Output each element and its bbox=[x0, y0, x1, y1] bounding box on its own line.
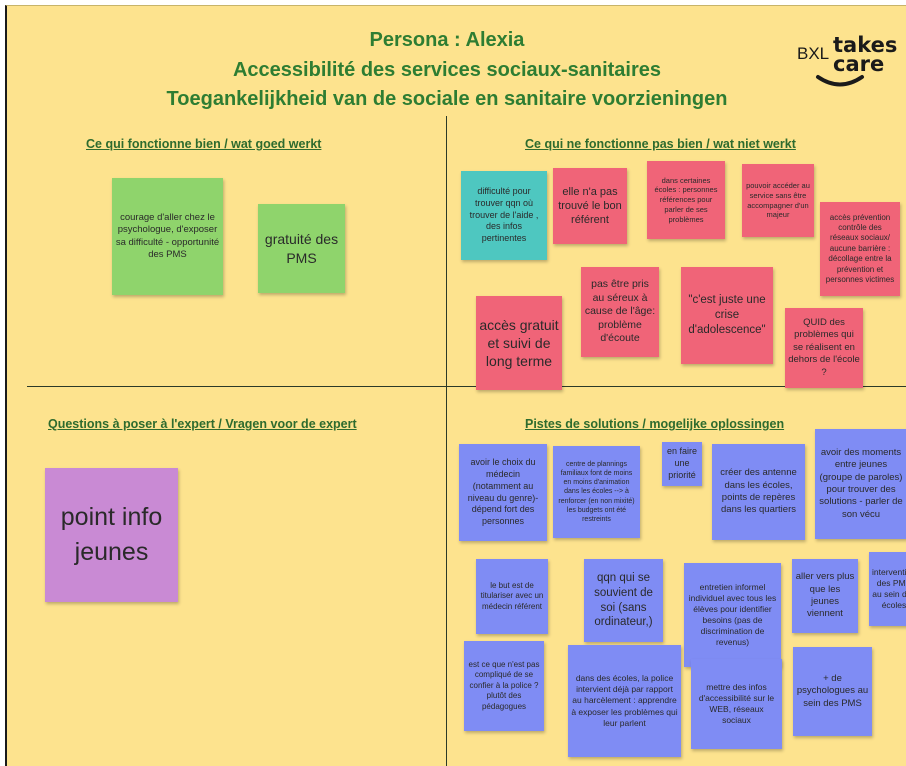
sticky-note[interactable]: + de psychologues au sein des PMS bbox=[793, 647, 872, 736]
section-title-not-works: Ce qui ne fonctionne pas bien / wat niet… bbox=[525, 137, 796, 151]
sticky-note[interactable]: aller vers plus que les jeunes viennent bbox=[792, 559, 858, 633]
sticky-note[interactable]: centre de plannings familiaux font de mo… bbox=[553, 446, 640, 538]
board-subtitle-fr: Accessibilité des services sociaux-sanit… bbox=[232, 59, 662, 81]
smile-icon bbox=[816, 75, 864, 87]
bxl-takes-care-logo: BXL takes care bbox=[797, 33, 906, 96]
section-title-questions: Questions à poser à l'expert / Vragen vo… bbox=[48, 417, 357, 431]
sticky-note[interactable]: accès gratuit et suivi de long terme bbox=[476, 296, 562, 390]
sticky-note[interactable]: point info jeunes bbox=[45, 468, 178, 602]
vertical-divider bbox=[446, 116, 447, 766]
section-title-solutions: Pistes de solutions / mogelijke oplossin… bbox=[525, 417, 785, 431]
logo-word-care: care bbox=[833, 52, 885, 76]
sticky-note[interactable]: courage d'aller chez le psychologue, d'e… bbox=[112, 178, 223, 295]
sticky-note[interactable]: créer des antenne dans les écoles, point… bbox=[712, 444, 805, 540]
sticky-note[interactable]: le but est de titulariser avec un médeci… bbox=[476, 559, 548, 634]
sticky-note[interactable]: est ce que n'est pas compliqué de se con… bbox=[464, 641, 544, 731]
sticky-note[interactable]: QUID des problèmes qui se réalisent en d… bbox=[785, 308, 863, 388]
whiteboard: Persona : Alexia Accessibilité des servi… bbox=[5, 5, 906, 766]
sticky-note[interactable]: accès prévention contrôle des réseaux so… bbox=[820, 202, 900, 296]
sticky-note[interactable]: avoir le choix du médecin (notamment au … bbox=[459, 444, 547, 541]
sticky-note[interactable]: en faire une priorité bbox=[662, 442, 702, 486]
board-subtitle-nl: Toegankelijkheid van de sociale en sanit… bbox=[166, 88, 728, 110]
sticky-note[interactable]: pouvoir accéder au service sans être acc… bbox=[742, 164, 814, 237]
section-title-works: Ce qui fonctionne bien / wat goed werkt bbox=[86, 137, 322, 151]
logo-prefix: BXL bbox=[797, 44, 830, 63]
sticky-note[interactable]: intervention des PMS au sein des écoles bbox=[869, 552, 906, 626]
sticky-note[interactable]: dans des écoles, la police intervient dé… bbox=[568, 645, 681, 757]
sticky-note[interactable]: difficulté pour trouver qqn où trouver d… bbox=[461, 171, 547, 260]
sticky-note[interactable]: qqn qui se souvient de soi (sans ordinat… bbox=[584, 559, 663, 642]
horizontal-divider bbox=[27, 386, 906, 387]
sticky-note[interactable]: dans certaines écoles : personnes référe… bbox=[647, 161, 725, 239]
sticky-note[interactable]: pas être pris au séreux à cause de l'âge… bbox=[581, 267, 659, 357]
sticky-note[interactable]: elle n'a pas trouvé le bon référent bbox=[553, 168, 627, 244]
logo-word-takes: takes bbox=[833, 33, 898, 57]
sticky-note[interactable]: "c'est juste une crise d'adolescence" bbox=[681, 267, 773, 364]
board-title: Persona : Alexia bbox=[369, 29, 525, 51]
sticky-note[interactable]: gratuité des PMS bbox=[258, 204, 345, 293]
sticky-note[interactable]: entretien informel individuel avec tous … bbox=[684, 563, 781, 667]
sticky-note[interactable]: avoir des moments entre jeunes (groupe d… bbox=[815, 429, 906, 539]
sticky-note[interactable]: mettre des infos d'accessibilité sur le … bbox=[691, 659, 782, 749]
